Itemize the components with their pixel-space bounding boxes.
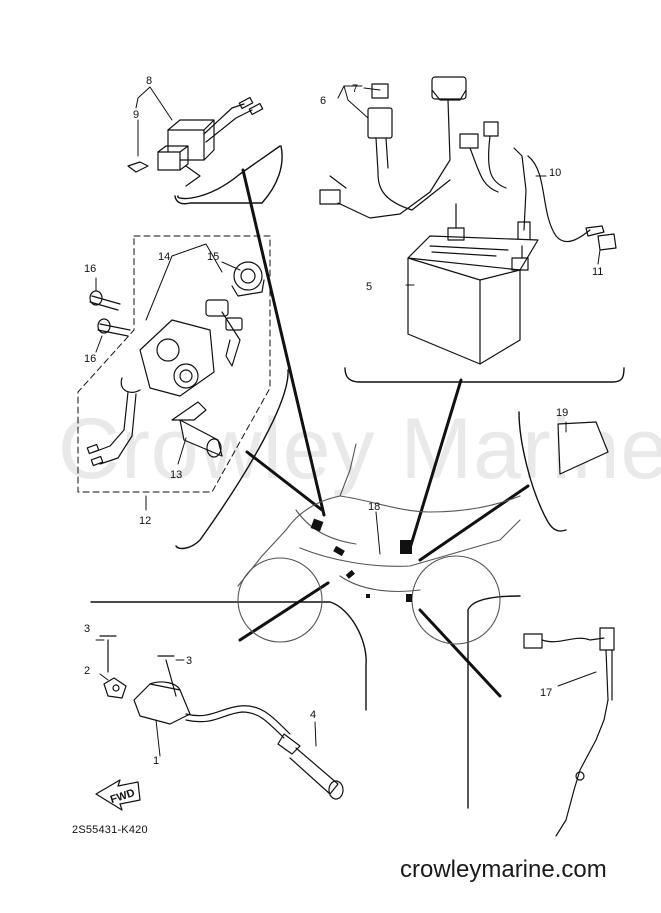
callout-7: 7 (352, 83, 358, 95)
callout-14: 14 (158, 251, 170, 263)
callout-9: 9 (133, 109, 139, 121)
callout-3-right: 3 (186, 655, 192, 667)
callout-2: 2 (84, 665, 90, 677)
callout-12: 12 (139, 515, 151, 527)
sensor-assembly (523, 627, 615, 837)
wiring-harness (319, 76, 617, 251)
main-switch-assembly (77, 235, 271, 493)
group-leader-lines (238, 168, 530, 698)
diagram-part-code: 2S55431-K420 (72, 824, 148, 836)
callout-18: 18 (368, 501, 380, 513)
callout-19: 19 (556, 407, 568, 419)
callout-16-bottom: 16 (84, 353, 96, 365)
callout-6: 6 (320, 95, 326, 107)
callout-11: 11 (592, 266, 603, 278)
callout-15: 15 (207, 251, 219, 263)
callout-3-left: 3 (84, 623, 90, 635)
callout-10: 10 (549, 167, 561, 179)
callout-1: 1 (153, 755, 159, 767)
ignition-coil-assembly (99, 635, 344, 800)
fwd-arrow-icon (95, 779, 141, 811)
motorcycle-outline (237, 443, 521, 645)
relay-assembly (127, 96, 281, 200)
website-label: crowleymarine.com (400, 856, 607, 883)
callout-4: 4 (310, 709, 316, 721)
callout-8: 8 (146, 75, 152, 87)
callout-16-top: 16 (84, 263, 96, 275)
battery (407, 203, 539, 365)
callout-13: 13 (170, 469, 182, 481)
part-19-plate (557, 421, 609, 475)
callout-5: 5 (366, 281, 372, 293)
callout-17: 17 (540, 687, 552, 699)
